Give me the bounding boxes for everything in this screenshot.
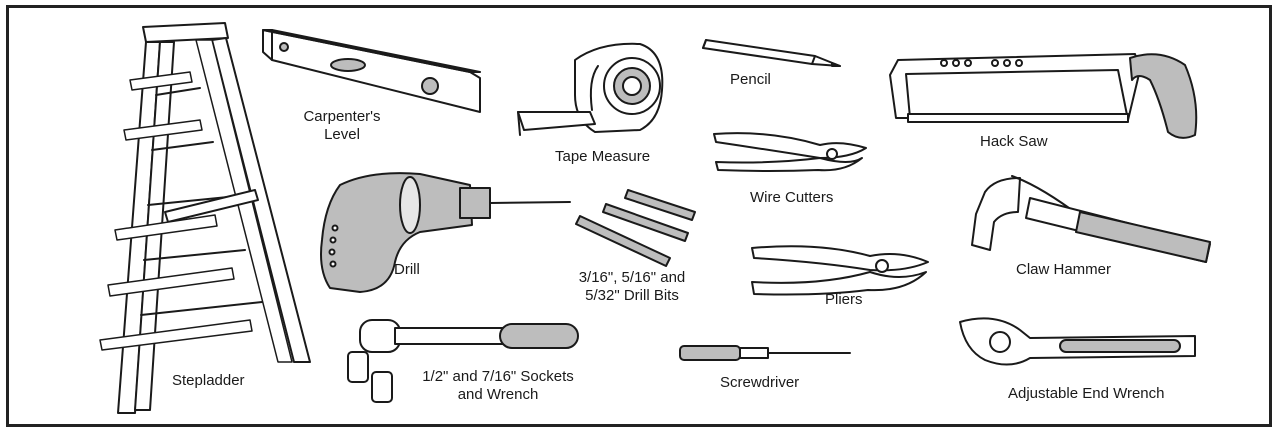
- pliers-icon: [751, 245, 929, 296]
- carpenters-level-label-line2: Level: [324, 126, 360, 143]
- tape-measure-icon: [517, 42, 664, 136]
- tape-measure-label: Tape Measure: [555, 148, 651, 165]
- drill-bits-label-line1: 3/16", 5/16" and: [578, 269, 686, 286]
- sockets-label-line1: 1/2" and 7/16" Sockets: [422, 368, 574, 385]
- drill-bits-label-line2: 5/32" Drill Bits: [585, 287, 679, 304]
- claw-hammer-label: Claw Hammer: [1016, 261, 1112, 278]
- socket-wrench-icon: [347, 319, 579, 403]
- wire-cutters-label: Wire Cutters: [750, 189, 834, 206]
- screwdriver-icon: [679, 345, 851, 361]
- carpenters-level-label-line1: Carpenter's: [303, 108, 381, 125]
- level-icon: [262, 29, 481, 113]
- hack-saw-icon: [889, 53, 1198, 139]
- screwdriver-label: Screwdriver: [720, 374, 800, 391]
- pencil-label: Pencil: [730, 71, 771, 88]
- pliers-label: Pliers: [825, 291, 863, 308]
- drill-bits-icon: [575, 189, 696, 267]
- pencil-icon: [702, 39, 841, 67]
- adjustable-wrench-label: Adjustable End Wrench: [1008, 385, 1165, 402]
- wire-cutters-icon: [713, 132, 867, 172]
- claw-hammer-icon: [971, 175, 1211, 263]
- drill-label: Drill: [394, 261, 420, 278]
- sockets-label-line2: and Wrench: [457, 386, 539, 403]
- hack-saw-label: Hack Saw: [980, 133, 1048, 150]
- adjustable-wrench-icon: [959, 317, 1196, 366]
- stepladder-label: Stepladder: [172, 372, 245, 389]
- stepladder-icon: [99, 22, 311, 414]
- drill-icon: [320, 172, 571, 293]
